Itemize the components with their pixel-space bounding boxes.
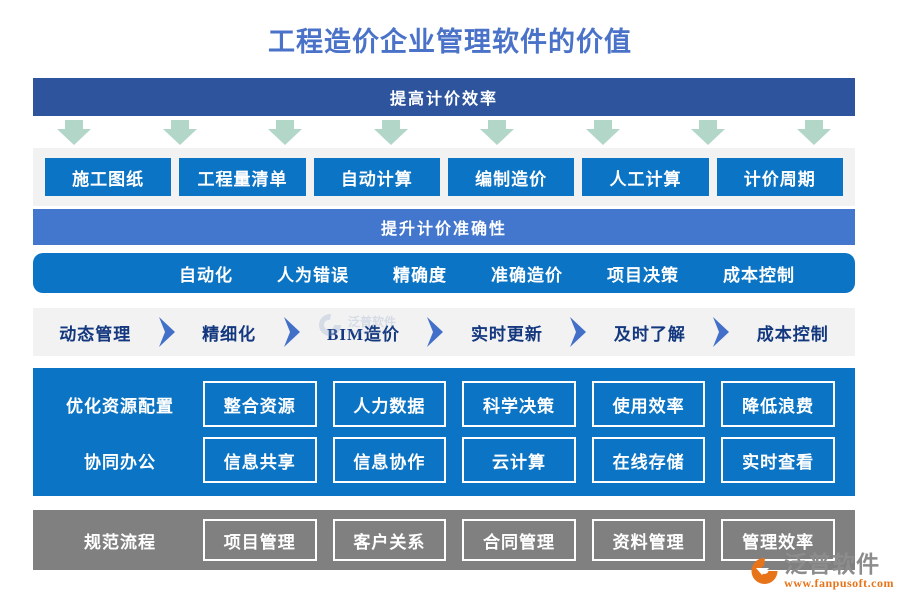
section5-cell[interactable]: 合同管理 xyxy=(462,519,576,561)
section4-row: 协同办公 信息共享 信息协作 云计算 在线存储 实时查看 xyxy=(45,435,843,485)
section4-cell[interactable]: 云计算 xyxy=(462,437,576,483)
chevron-right-icon xyxy=(158,317,175,347)
down-arrow-icon xyxy=(374,120,409,146)
section2-item[interactable]: 人为错误 xyxy=(277,265,349,285)
section4-cell[interactable]: 降低浪费 xyxy=(721,381,835,427)
section5-cell[interactable]: 项目管理 xyxy=(203,519,317,561)
brand-url: www.fanpusoft.com xyxy=(784,576,894,590)
section1-box[interactable]: 施工图纸 xyxy=(45,158,172,196)
section2-item[interactable]: 自动化 xyxy=(179,265,233,285)
chevron-right-icon xyxy=(427,317,444,347)
section4-cell[interactable]: 使用效率 xyxy=(591,381,706,427)
section3-step[interactable]: 动态管理 xyxy=(59,324,132,344)
section5-cell[interactable]: 管理效率 xyxy=(721,519,835,561)
section2-item[interactable]: 成本控制 xyxy=(723,265,795,285)
section1-box[interactable]: 计价周期 xyxy=(716,158,843,196)
section3-step[interactable]: 实时更新 xyxy=(470,324,543,344)
section1-box[interactable]: 人工计算 xyxy=(582,158,709,196)
section4-row-label: 优化资源配置 xyxy=(66,396,174,416)
fanpu-swoosh-icon xyxy=(751,557,778,584)
section3-step[interactable]: 精细化 xyxy=(202,324,257,344)
section3-step[interactable]: 成本控制 xyxy=(756,324,829,344)
section2-item[interactable]: 准确造价 xyxy=(491,265,563,285)
down-arrow-icon xyxy=(479,120,514,146)
section5-block: 规范流程 项目管理 客户关系 合同管理 资料管理 管理效率 xyxy=(33,510,855,570)
section2-item[interactable]: 项目决策 xyxy=(607,265,679,285)
section4-cell[interactable]: 科学决策 xyxy=(462,381,576,427)
section2-header: 提升计价准确性 xyxy=(33,209,855,245)
chevron-right-icon xyxy=(713,317,730,347)
section2-item-row: 自动化 人为错误 精确度 准确造价 项目决策 成本控制 xyxy=(33,253,855,293)
down-arrow-row xyxy=(33,118,855,148)
chevron-right-icon xyxy=(283,317,300,347)
down-arrow-icon xyxy=(691,120,726,146)
section4-cell[interactable]: 整合资源 xyxy=(203,381,317,427)
section4-block: 优化资源配置 整合资源 人力数据 科学决策 使用效率 降低浪费 协同办公 信息共… xyxy=(33,368,855,496)
section5-cell[interactable]: 资料管理 xyxy=(591,519,706,561)
section4-cell[interactable]: 在线存储 xyxy=(591,437,706,483)
section1-box[interactable]: 自动计算 xyxy=(313,158,440,196)
section4-row-label: 协同办公 xyxy=(84,452,156,472)
chevron-right-icon xyxy=(570,317,587,347)
brand-name: 泛普软件 xyxy=(784,552,881,577)
section4-cell[interactable]: 实时查看 xyxy=(721,437,835,483)
section4-cell[interactable]: 信息协作 xyxy=(332,437,447,483)
section4-row: 优化资源配置 整合资源 人力数据 科学决策 使用效率 降低浪费 xyxy=(45,379,843,429)
section3-step[interactable]: 及时了解 xyxy=(613,324,686,344)
section3-step-row: 动态管理 精细化 BIM造价 实时更新 及时了解 成本控制 xyxy=(33,308,855,356)
brand-logo: 泛普软件 www.fanpusoft.com xyxy=(749,548,894,594)
down-arrow-icon xyxy=(268,120,303,146)
section3-step[interactable]: BIM造价 xyxy=(327,324,401,344)
section1-box[interactable]: 编制造价 xyxy=(447,158,575,196)
section5-cell[interactable]: 客户关系 xyxy=(332,519,447,561)
section2-item[interactable]: 精确度 xyxy=(393,265,447,285)
down-arrow-icon xyxy=(796,120,831,146)
section1-header: 提高计价效率 xyxy=(33,78,855,116)
section5-row-label: 规范流程 xyxy=(84,532,156,552)
down-arrow-icon xyxy=(162,120,197,146)
down-arrow-icon xyxy=(57,120,91,146)
section4-cell[interactable]: 人力数据 xyxy=(332,381,447,427)
page-title: 工程造价企业管理软件的价值 xyxy=(268,27,632,57)
section1-box[interactable]: 工程量清单 xyxy=(179,158,306,196)
down-arrow-icon xyxy=(585,120,620,146)
section1-box-row: 施工图纸 工程量清单 自动计算 编制造价 人工计算 计价周期 xyxy=(33,148,855,206)
section4-cell[interactable]: 信息共享 xyxy=(203,437,317,483)
